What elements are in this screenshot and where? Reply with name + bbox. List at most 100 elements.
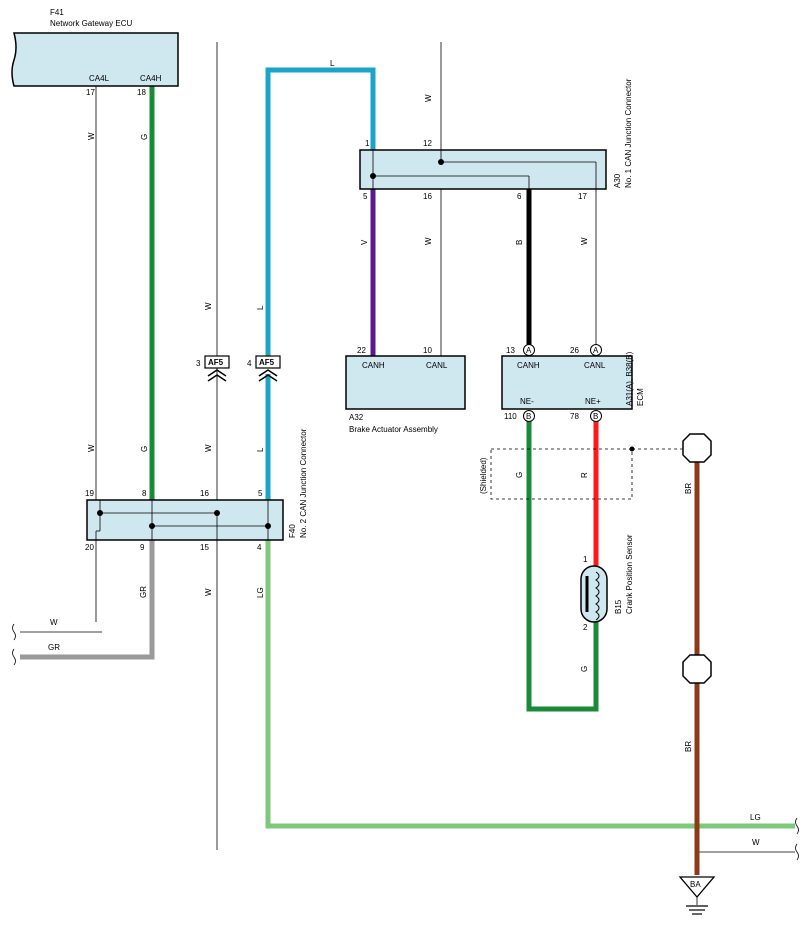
f41-code: F41 xyxy=(50,8,64,17)
ecm-conn-b-78: B xyxy=(593,412,598,421)
ground-icon: BA xyxy=(678,876,716,915)
af5-connector-w: AF5 3 xyxy=(196,355,230,382)
f40-gr-wire xyxy=(20,540,155,660)
f41-network-gateway-ecu: F41 Network Gateway ECU CA4L CA4H 17 18 xyxy=(11,8,179,97)
f40-pin-19: 19 xyxy=(85,489,94,498)
f40-lg-wire xyxy=(265,540,795,829)
a32-code: A32 xyxy=(349,413,364,422)
a30-pin-6: 6 xyxy=(517,192,522,201)
ecm-canl: CANL xyxy=(584,361,606,370)
af5-pin-3: 3 xyxy=(196,359,201,368)
b15-pin-2: 2 xyxy=(583,623,588,632)
f40-pin-20: 20 xyxy=(85,543,94,552)
f40-code: F40 xyxy=(288,524,297,538)
ecm-canh: CANH xyxy=(517,361,540,370)
w-wires xyxy=(20,42,795,853)
wire-color-label: GR xyxy=(139,586,148,598)
wire-color-label: W xyxy=(50,618,58,627)
wire-break-marks xyxy=(12,623,799,861)
f41-name: Network Gateway ECU xyxy=(50,19,132,28)
wire-color-label: W xyxy=(204,444,213,452)
f40-pin-16: 16 xyxy=(200,489,209,498)
wire-color-label: L xyxy=(330,59,335,68)
shielded-label: (Shielded) xyxy=(479,457,488,494)
af5-pin-4: 4 xyxy=(247,359,252,368)
ecm-pin-110: 110 xyxy=(504,412,517,421)
wire-color-label: LG xyxy=(256,587,265,598)
a32-canl: CANL xyxy=(426,361,448,370)
f40-name: No. 2 CAN Junction Connector xyxy=(299,428,308,538)
wire-color-label: W xyxy=(204,302,213,310)
wire-color-label: L xyxy=(256,447,265,452)
wire-color-label: W xyxy=(204,588,213,596)
wire-color-label: G xyxy=(140,446,149,452)
f40-pin-5: 5 xyxy=(258,489,263,498)
ecm-conn-a-13: A xyxy=(526,346,532,355)
wire-color-label: W xyxy=(752,838,760,847)
ecm-conn-a-26: A xyxy=(593,346,599,355)
ecm: CANH CANL NE- NE+ 13 26 A A 110 78 B B A… xyxy=(501,344,645,422)
a32-canh: CANH xyxy=(362,361,385,370)
b15-pin-1: 1 xyxy=(583,555,588,564)
ecm-conn-b-110: B xyxy=(526,412,531,421)
af5-label-l: AF5 xyxy=(259,358,275,367)
wire-color-label: BR xyxy=(684,483,693,494)
a30-pin-17: 17 xyxy=(578,192,587,201)
b15-name: Crank Position Sensor xyxy=(625,534,634,614)
wire-color-label: V xyxy=(360,239,369,245)
f40-pin-4: 4 xyxy=(257,543,262,552)
ecm-pin-78: 78 xyxy=(570,412,579,421)
wire-color-label: G xyxy=(580,666,589,672)
f40-can-junction-connector: 19 8 16 5 20 9 15 4 F40 No. 2 CAN Juncti… xyxy=(85,428,308,552)
wire-color-label: W xyxy=(424,237,433,245)
f40-pin-8: 8 xyxy=(142,489,147,498)
f40-pin-15: 15 xyxy=(200,543,209,552)
a32-pin-10: 10 xyxy=(423,346,432,355)
b15-code: B15 xyxy=(614,599,623,614)
can-l-wire xyxy=(265,67,376,500)
a30-code: A30 xyxy=(613,173,622,188)
ecm-code: A31(A), B38(B) xyxy=(625,351,634,406)
ne-minus-g-wire xyxy=(526,420,599,712)
ecm-pin-26: 26 xyxy=(570,346,579,355)
f41-pin-ca4h: CA4H xyxy=(140,74,162,83)
wire-color-label: LG xyxy=(750,813,761,822)
ecm-name: ECM xyxy=(636,388,645,406)
wire-color-label: G xyxy=(515,472,524,478)
wire-color-label: W xyxy=(87,444,96,452)
f41-pin-17: 17 xyxy=(86,88,95,97)
br-splice-upper xyxy=(682,433,712,463)
f41-pin-18: 18 xyxy=(137,88,146,97)
wire-color-label: B xyxy=(515,240,524,245)
shield-box xyxy=(490,448,633,500)
wire-color-label: G xyxy=(140,134,149,140)
wire-labels: L W W G W L W G W L V W B W GR W LG G R … xyxy=(48,59,761,847)
f41-pin-ca4l: CA4L xyxy=(89,74,110,83)
br-splice-lower xyxy=(682,654,712,684)
a30-pin-16: 16 xyxy=(423,192,432,201)
a30-name: No. 1 CAN Junction Connector xyxy=(624,78,633,188)
af5-connector-l: AF5 4 xyxy=(247,355,281,382)
af5-label-w: AF5 xyxy=(208,358,224,367)
b15-crank-position-sensor: 1 2 B15 Crank Position Sensor xyxy=(580,534,634,632)
a32-brake-actuator-assembly: CANH CANL 22 10 A32 Brake Actuator Assem… xyxy=(345,346,466,434)
a30-pin-12: 12 xyxy=(423,139,432,148)
wire-color-label: W xyxy=(580,237,589,245)
a30-pin-5: 5 xyxy=(363,192,368,201)
ecm-ne-minus: NE- xyxy=(520,397,534,406)
f40-pin-9: 9 xyxy=(140,543,145,552)
wire-color-label: L xyxy=(256,305,265,310)
wire-color-label: GR xyxy=(48,643,60,652)
a30-pin-1: 1 xyxy=(365,139,370,148)
wire-color-label: BR xyxy=(684,741,693,752)
wire-color-label: R xyxy=(580,472,589,478)
wire-color-label: W xyxy=(424,94,433,102)
a32-pin-22: 22 xyxy=(357,346,366,355)
ecm-ne-plus: NE+ xyxy=(585,397,601,406)
a30-can-junction-connector: 1 12 5 16 6 17 A30 No. 1 CAN Junction Co… xyxy=(359,78,633,201)
wire-color-label: W xyxy=(87,132,96,140)
a32-name: Brake Actuator Assembly xyxy=(349,425,438,434)
ecm-pin-13: 13 xyxy=(506,346,515,355)
ground-label: BA xyxy=(690,880,701,889)
